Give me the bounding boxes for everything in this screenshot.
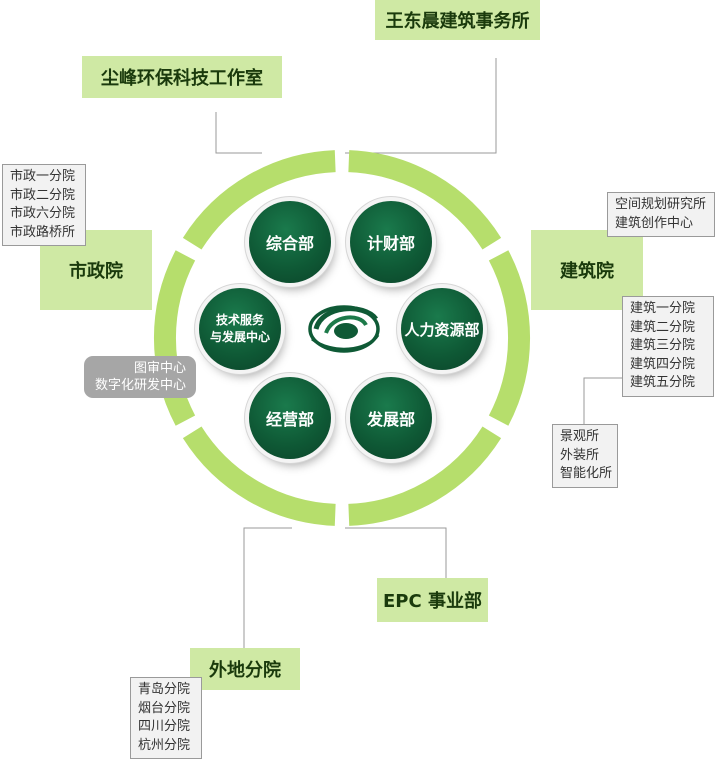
dept-jingying[interactable]: 经营部 (249, 377, 331, 459)
unit-epc[interactable]: EPC 事业部 (377, 578, 488, 622)
jianzhu-sub-item: 外装所 (560, 447, 600, 463)
unit-jianzhu-label: 建筑院 (560, 261, 614, 282)
jianzhu-sub-bottom: 景观所 外装所 智能化所 (552, 424, 618, 488)
jianzhu-sub-item: 空间规划研究所 (615, 197, 707, 212)
dept-jishu-label: 技术服务 与发展中心 (210, 312, 270, 346)
jianzhu-sub-item: 建筑一分院 (630, 301, 696, 316)
jianzhu-sub-item: 建筑创作中心 (615, 215, 694, 231)
dept-renli-label: 人力资源部 (404, 320, 480, 339)
dept-fazhan[interactable]: 发展部 (350, 377, 432, 459)
dept-jicai[interactable]: 计财部 (350, 201, 432, 283)
jianzhu-sub-item: 建筑五分院 (630, 375, 696, 390)
ring-segment (182, 426, 336, 526)
shizheng-sub-item: 市政二分院 (10, 187, 76, 203)
jianzhu-sub-top: 空间规划研究所 建筑创作中心 (607, 192, 715, 237)
unit-chenfeng[interactable]: 尘峰环保科技工作室 (82, 56, 282, 98)
waidi-sub-item: 杭州分院 (138, 737, 191, 753)
unit-epc-label: EPC 事业部 (383, 591, 482, 612)
unit-waidi-label: 外地分院 (209, 660, 281, 681)
dept-zonghe-label: 综合部 (265, 234, 314, 253)
shizheng-sub-list: 市政一分院 市政二分院 市政六分院 市政路桥所 (2, 164, 86, 246)
dept-renli[interactable]: 人力资源部 (401, 288, 483, 370)
dept-jishu[interactable]: 技术服务 与发展中心 (199, 288, 281, 370)
waidi-sub-item: 四川分院 (138, 719, 191, 734)
connector-wang (345, 58, 497, 154)
company-swirl-logo-icon (308, 305, 380, 353)
connector-waidi (243, 527, 292, 648)
waidi-sub-list: 青岛分院 烟台分院 四川分院 杭州分院 (130, 677, 202, 759)
dept-jishu-line-2: 与发展中心 (209, 330, 270, 344)
shizheng-sub-item: 市政一分院 (10, 169, 76, 184)
waidi-sub-item: 烟台分院 (138, 700, 191, 716)
ring-segment (153, 250, 196, 426)
unit-shizheng-label: 市政院 (69, 261, 123, 282)
unit-wang-dongchen[interactable]: 王东晨建筑事务所 (375, 0, 540, 40)
unit-wang-dongchen-label: 王东晨建筑事务所 (385, 11, 530, 32)
shizheng-sub-item: 市政六分院 (10, 206, 76, 221)
shizheng-sub-item: 市政路桥所 (10, 224, 76, 240)
jianzhu-sub-item: 建筑二分院 (630, 319, 696, 335)
ring-segment (488, 250, 531, 426)
ring-segment (348, 426, 502, 526)
connector-chenfeng (215, 112, 262, 154)
dept-zonghe[interactable]: 综合部 (249, 201, 331, 283)
dept-jicai-label: 计财部 (366, 234, 415, 253)
dept-jingying-label: 经营部 (265, 410, 314, 429)
unit-chenfeng-label: 尘峰环保科技工作室 (101, 68, 263, 89)
waidi-sub-item: 青岛分院 (138, 682, 191, 697)
center-tag-grey[interactable]: 图审中心 数字化研发中心 (84, 356, 196, 398)
center-tag-line-2: 数字化研发中心 (94, 378, 186, 393)
jianzhu-sub-item: 建筑三分院 (630, 338, 696, 353)
dept-fazhan-label: 发展部 (366, 410, 415, 429)
jianzhu-sub-item: 智能化所 (560, 466, 613, 481)
jianzhu-sub-item: 景观所 (560, 429, 600, 444)
ring-segment (348, 150, 502, 250)
jianzhu-sub-mid: 建筑一分院 建筑二分院 建筑三分院 建筑四分院 建筑五分院 (622, 296, 714, 397)
connector-epc (345, 527, 447, 578)
unit-waidi[interactable]: 外地分院 (190, 648, 300, 690)
center-tag-line-1: 图审中心 (133, 361, 186, 376)
jianzhu-sub-item: 建筑四分院 (630, 356, 696, 372)
dept-jishu-line-1: 技术服务 (215, 313, 264, 327)
ring-segment (182, 150, 336, 250)
connector-jianzhu-landscape (583, 377, 622, 424)
